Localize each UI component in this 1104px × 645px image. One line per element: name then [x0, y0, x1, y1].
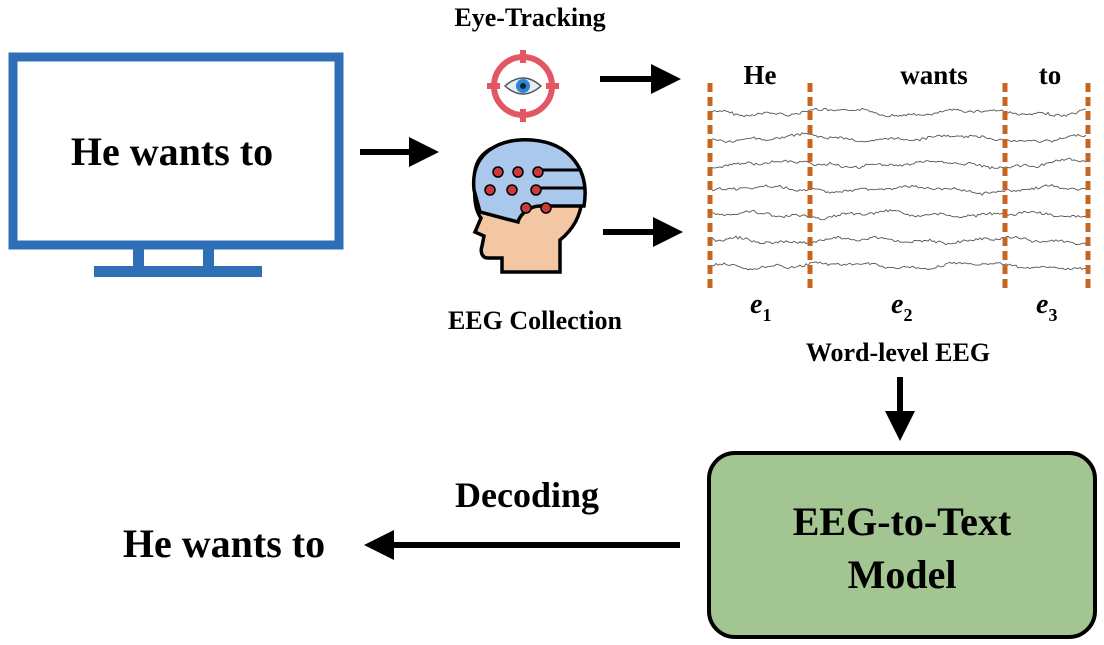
monitor-text: He wants to	[71, 129, 273, 174]
monitor-base	[94, 266, 262, 277]
eye-target-icon	[487, 50, 559, 122]
eeg-channel-trace	[711, 157, 1087, 170]
word-to: to	[1039, 60, 1062, 90]
word-he: He	[744, 60, 777, 90]
eeg-traces	[711, 107, 1087, 271]
eeg-channel-trace	[711, 184, 1087, 196]
model-box	[707, 451, 1097, 639]
eeg-channel-trace	[711, 107, 1087, 118]
eeg-channel-trace	[711, 235, 1087, 246]
segment-label-e3: e3	[1036, 289, 1057, 325]
eeg-channel-trace	[711, 132, 1087, 144]
model-title-line1: EEG-to-Text	[793, 499, 1012, 544]
eeg-head-icon	[471, 138, 587, 274]
eeg-collection-label: EEG Collection	[448, 306, 623, 335]
segment-label-e2: e2	[891, 289, 912, 325]
eye-tracking-label: Eye-Tracking	[454, 3, 605, 32]
eeg-signal-panel: He wants to e1 e2 e3 Word-level EEG	[707, 60, 1091, 367]
word-wants: wants	[900, 60, 968, 90]
monitor-stand-left	[133, 245, 144, 269]
monitor-screen	[8, 52, 344, 250]
monitor: He wants to	[8, 52, 344, 277]
decoding-label: Decoding	[455, 475, 599, 515]
eeg-channel-trace	[711, 209, 1087, 221]
eeg-to-text-model: EEG-to-Text Model	[707, 451, 1097, 639]
word-level-eeg-caption: Word-level EEG	[806, 338, 990, 367]
eeg-channel-trace	[711, 261, 1087, 271]
decoded-output-text: He wants to	[123, 521, 325, 566]
monitor-stand-right	[203, 245, 214, 269]
model-title-line2: Model	[848, 552, 957, 597]
segment-label-e1: e1	[750, 289, 771, 325]
